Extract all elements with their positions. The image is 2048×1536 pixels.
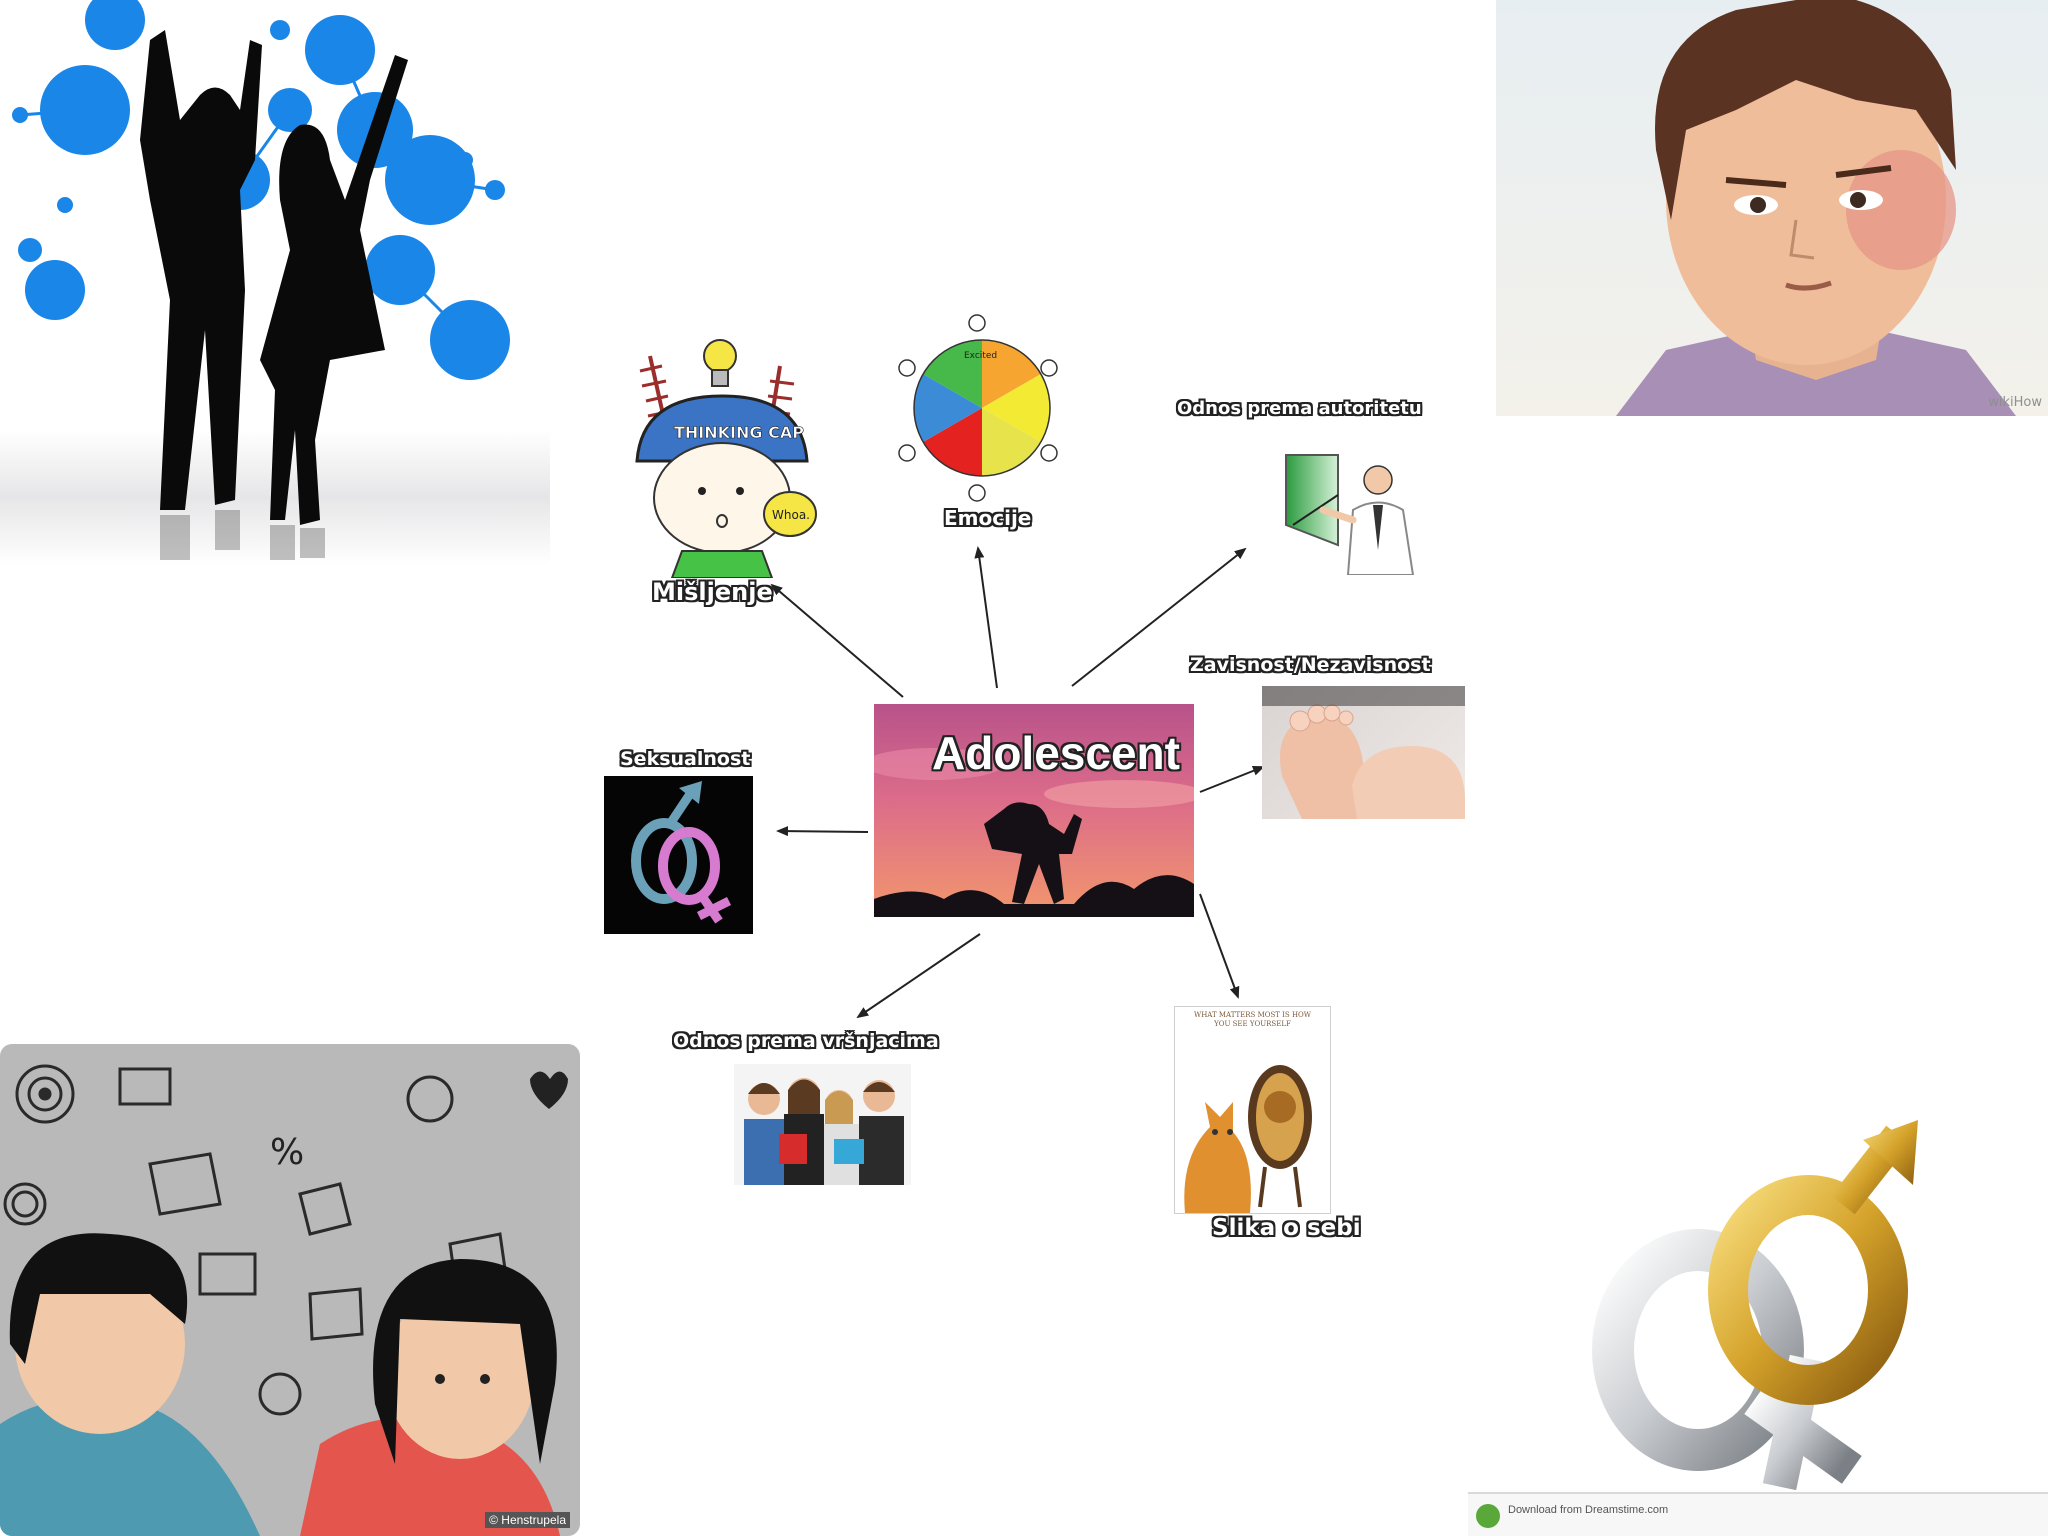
center-title: Adolescent (932, 727, 1180, 779)
sad-teens-image: % © Henstrupela (0, 1044, 580, 1536)
credit-text: © Henstrupela (485, 1512, 570, 1528)
arrow-to-zavisnost (1199, 766, 1265, 793)
emocije-label: Emocije (944, 506, 1032, 530)
vrsnjaci-label: Odnos prema vršnjacima (673, 1030, 939, 1052)
misljenje-image: THINKING CAP Whoa. (622, 326, 832, 578)
svg-text:%: % (270, 1132, 304, 1173)
mirror-cat-image: WHAT MATTERS MOST IS HOW YOU SEE YOURSEL… (1174, 1006, 1331, 1214)
thinking-cap-text: THINKING CAP (674, 423, 804, 442)
arrow-to-autoritet (1071, 547, 1247, 687)
misljenje-label: Mišljenje (652, 578, 773, 606)
slika-label: Slika o sebi (1212, 1215, 1361, 1241)
watermark-text: wikiHow (1988, 395, 2042, 410)
adolescent-center-image: Adolescent (874, 704, 1194, 917)
teacher-image (1278, 450, 1423, 575)
baby-feet-image (1262, 686, 1465, 819)
silhouettes-image (0, 0, 550, 565)
stock-logo-icon (1476, 1504, 1500, 1528)
autoritet-label: Odnos prema autoritetu (1177, 398, 1422, 419)
arrow-to-slika (1199, 893, 1240, 999)
zavisnost-label: Zavisnost/Nezavisnost (1190, 654, 1431, 676)
arrow-to-misljenje (770, 583, 904, 698)
emocije-wheel-image: Excited (897, 313, 1067, 503)
seksualnost-label: Seksualnost (620, 748, 751, 770)
boy-portrait-image: wikiHow (1496, 0, 2048, 416)
arrow-to-emocije (974, 546, 998, 689)
stock-footer: Download from Dreamstime.com (1468, 1492, 2048, 1536)
stock-download-text: Download from Dreamstime.com (1508, 1504, 1669, 1516)
whoa-text: Whoa. (772, 508, 810, 522)
wheel-top-text: Excited (964, 351, 997, 361)
seksualnost-image (604, 776, 753, 934)
arrow-to-seksualnost (776, 826, 869, 837)
arrow-to-vrsnjaci (856, 933, 981, 1019)
peers-photo-image (734, 1064, 911, 1185)
gender-symbols-3d-image: Download from Dreamstime.com (1468, 1100, 2048, 1536)
mirror-caption: WHAT MATTERS MOST IS HOW YOU SEE YOURSEL… (1194, 1011, 1311, 1028)
